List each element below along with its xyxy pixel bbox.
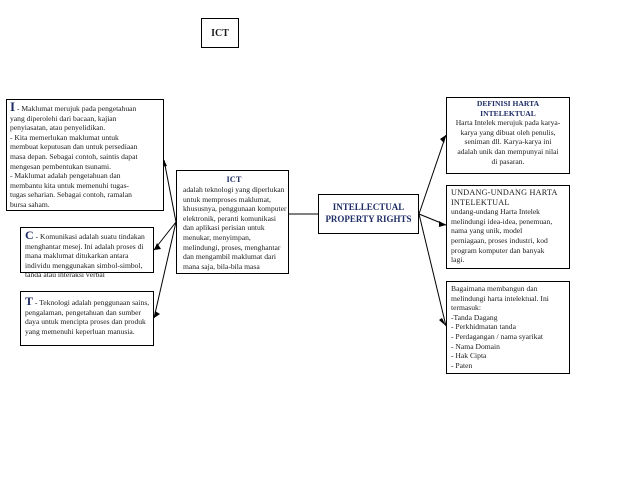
box-technology: T - Teknologi adalah penggunaan sains, p… xyxy=(20,291,154,346)
letter-i: I xyxy=(10,99,16,114)
diagram-title: ICT xyxy=(201,18,239,48)
box-communication: C - Komunikasi adalah suatu tindakan men… xyxy=(20,227,154,279)
box-bagaimana-melindungi: Bagaimana membangun dan melindungi harta… xyxy=(446,281,570,374)
box-undang-undang-harta-intelektual: UNDANG-UNDANG HARTA INTELEKTUAL undang-u… xyxy=(446,185,570,269)
letter-t: T xyxy=(25,294,34,308)
letter-c: C xyxy=(25,228,34,242)
ict-heading: ICT xyxy=(226,175,242,184)
box-definisi-harta-intelektual: DEFINISI HARTA INTELEKTUAL Harta Intelek… xyxy=(446,97,570,174)
box-information: I - Maklumat merujuk pada pengetahuan ya… xyxy=(6,99,164,211)
box-ict-definition: ICT adalah teknologi yang diperlukan unt… xyxy=(176,170,289,274)
box-intellectual-property-rights: INTELLECTUAL PROPERTY RIGHTS xyxy=(318,194,419,234)
